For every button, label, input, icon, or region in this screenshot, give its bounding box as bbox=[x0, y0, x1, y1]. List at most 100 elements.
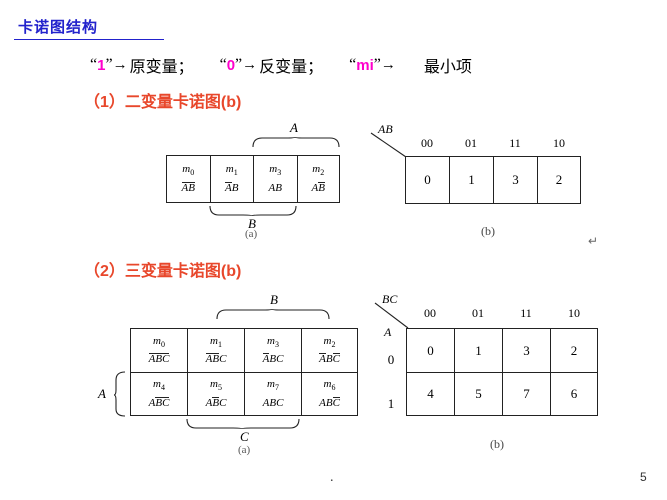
table-cell: 0 bbox=[405, 156, 449, 204]
column-headers-3var: 00 01 11 10 bbox=[406, 306, 598, 322]
minterm-label: m6 bbox=[323, 378, 336, 393]
table-cell: 5 bbox=[454, 372, 502, 416]
column-header: 11 bbox=[509, 136, 521, 150]
minterm-expression: ABC bbox=[148, 353, 170, 366]
corner-label-2var: AB bbox=[378, 122, 393, 136]
quote-open-3: “ bbox=[349, 56, 357, 73]
legend-minterm-subscript: i bbox=[369, 56, 374, 74]
footer-dot: . bbox=[330, 470, 334, 485]
caption-b-2var: (b) bbox=[481, 224, 495, 238]
quote-close-2: ” bbox=[235, 56, 243, 73]
quote-open-1: “ bbox=[90, 56, 98, 73]
minterm-label: m1 bbox=[210, 334, 222, 350]
minterm-label: m3 bbox=[269, 163, 282, 178]
column-headers-2var: 00 01 11 10 bbox=[405, 136, 581, 152]
quote-close-1: ” bbox=[105, 56, 113, 73]
section-heading-2: （2）三变量卡诺图(b) bbox=[84, 263, 242, 280]
legend-zero: 0 bbox=[226, 56, 236, 74]
caption-b-3var: (b) bbox=[490, 437, 504, 451]
brace-b-bottom-2var bbox=[209, 205, 297, 217]
label-a-2var: A bbox=[290, 120, 298, 135]
caption-a-2var: (a) bbox=[245, 228, 258, 240]
table-cell: 4 bbox=[406, 372, 454, 416]
minterm-expression: AB bbox=[181, 181, 195, 194]
label-c-3var: C bbox=[240, 429, 249, 444]
column-header: 10 bbox=[568, 306, 580, 320]
caption-a-3var: (a) bbox=[238, 444, 251, 456]
row-header: 1 bbox=[387, 396, 395, 411]
title-underline bbox=[14, 39, 164, 40]
quote-close-3: ” bbox=[373, 56, 381, 73]
brace-b-top-3var bbox=[216, 308, 330, 320]
table-cell: 0 bbox=[406, 328, 454, 372]
return-mark-icon: ↵ bbox=[588, 234, 599, 248]
minterm-label: m5 bbox=[210, 378, 222, 393]
minterm-expression: ABC bbox=[205, 396, 227, 409]
column-header: 11 bbox=[520, 306, 532, 320]
corner-slash-2var bbox=[370, 132, 410, 158]
minterm-label: m0 bbox=[182, 163, 195, 178]
table-cell: 7 bbox=[502, 372, 550, 416]
minterm-expression: ABC bbox=[319, 353, 340, 366]
section-heading-1: （1）二变量卡诺图(b) bbox=[84, 94, 242, 111]
column-header: 10 bbox=[553, 136, 565, 150]
minterm-label: m7 bbox=[267, 378, 279, 393]
legend-zero-text: 反变量； bbox=[259, 59, 324, 76]
column-header: 01 bbox=[472, 306, 484, 320]
brace-a-left-3var bbox=[113, 371, 126, 417]
label-b-3var: B bbox=[270, 292, 278, 307]
table-cell: 3 bbox=[493, 156, 537, 204]
row-variable-label-3var: A bbox=[384, 325, 392, 339]
row-header: 0 bbox=[387, 352, 395, 367]
minterm-label: m2 bbox=[323, 334, 336, 350]
minterm-label: m2 bbox=[312, 163, 325, 178]
legend-minterm-symbol: m bbox=[356, 56, 370, 74]
legend-one: 1 bbox=[97, 56, 106, 74]
table-cell: 2 bbox=[550, 328, 598, 372]
label-a-3var: A bbox=[98, 386, 106, 401]
minterm-expression: ABC bbox=[205, 353, 227, 366]
legend-one-text: 原变量； bbox=[129, 59, 194, 76]
minterm-expression: AB bbox=[225, 181, 239, 194]
legend-minterm-text: 最小项 bbox=[423, 59, 472, 76]
table-cell: 1 bbox=[454, 328, 502, 372]
table-cell: 3 bbox=[502, 328, 550, 372]
minterm-expression: AB bbox=[311, 181, 325, 194]
arrow-icon-one: → bbox=[112, 56, 128, 73]
table-cell: 2 bbox=[537, 156, 581, 204]
table-cell: 6 bbox=[550, 372, 598, 416]
brace-c-bottom-3var bbox=[186, 418, 300, 430]
table-cell: 1 bbox=[449, 156, 493, 204]
minterm-label: m3 bbox=[267, 334, 279, 350]
page-number: 5 bbox=[640, 470, 647, 484]
column-header: 00 bbox=[424, 306, 436, 320]
quote-open-2: “ bbox=[219, 56, 227, 73]
minterm-expression: ABC bbox=[262, 396, 284, 409]
arrow-icon-zero: → bbox=[242, 56, 258, 73]
minterm-expression: ABC bbox=[262, 353, 284, 366]
arrow-icon-minterm: → bbox=[380, 56, 396, 73]
corner-label-3var: BC bbox=[382, 292, 398, 306]
minterm-label: m4 bbox=[153, 378, 165, 393]
minterm-expression: ABC bbox=[148, 396, 170, 409]
column-header: 00 bbox=[421, 136, 433, 150]
minterm-label: m1 bbox=[225, 163, 238, 178]
corner-slash-3var bbox=[374, 302, 414, 330]
column-header: 01 bbox=[465, 136, 477, 150]
